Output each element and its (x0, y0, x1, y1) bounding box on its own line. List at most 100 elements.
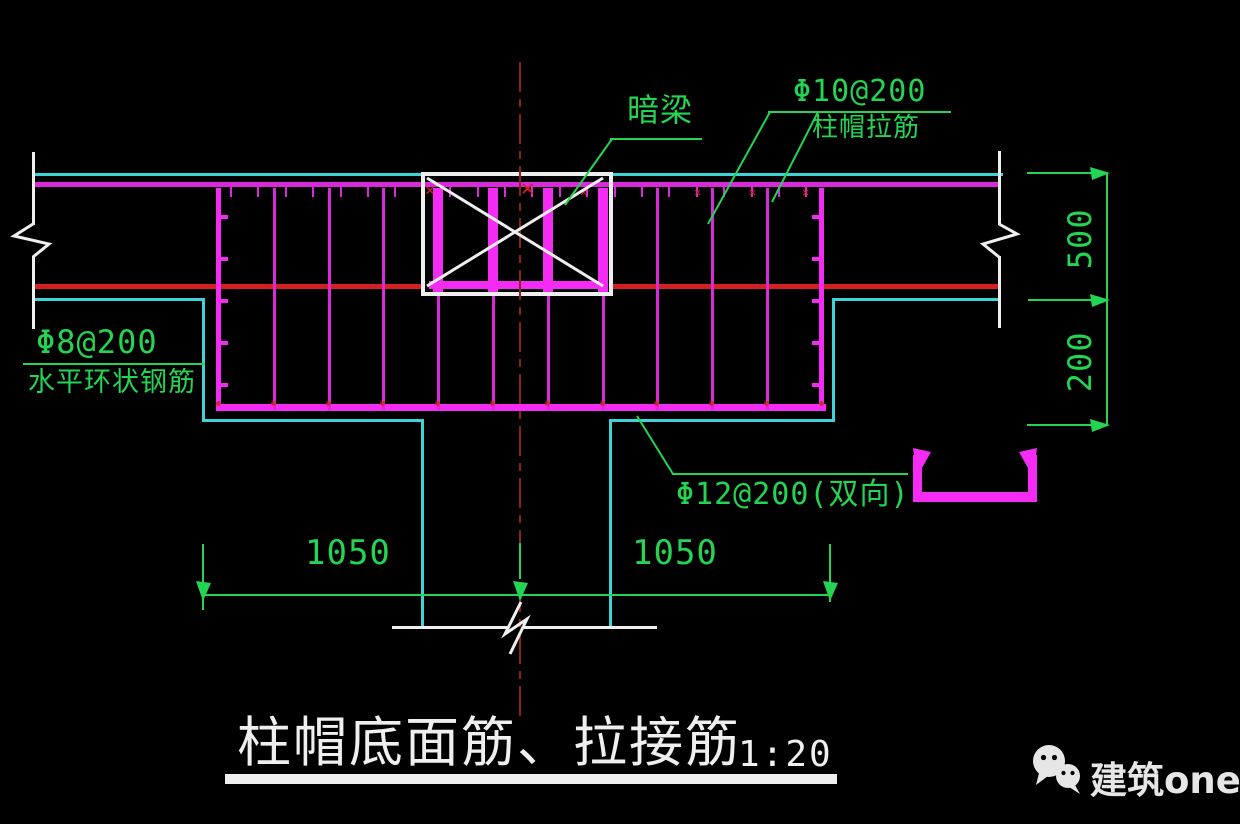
rebar-joint-dot (545, 401, 550, 406)
column-edge-left (421, 419, 424, 629)
dim-ext-bottom-right (829, 544, 831, 602)
rebar-tie-bar (766, 188, 769, 410)
rebar-tie-bar (492, 188, 495, 410)
top-rebar-hook-tick (394, 187, 396, 197)
rebar-tie-bar (711, 188, 714, 410)
tie-bar-symbol-right-leg (1028, 455, 1037, 502)
top-rebar-hook-tick (230, 187, 232, 197)
cap-outline-bottom-left (202, 419, 424, 422)
leader-cap-tie-1 (707, 111, 771, 225)
dim-ext-right-mid (1028, 299, 1107, 301)
top-rebar-hook-tick (285, 187, 287, 197)
left-break-line-upper (32, 152, 35, 225)
cap-bottom-rebar-chord (216, 404, 826, 411)
rebar-joint-dot (490, 401, 495, 406)
dim-text-1050-left: 1050 (305, 533, 391, 573)
ring-bar-hook (812, 257, 819, 261)
dim-line-bottom (202, 594, 831, 596)
watermark-brand: 建筑one (1090, 759, 1240, 802)
tie-bar-symbol-left-leg (913, 455, 922, 502)
dim-text-500: 500 (1061, 208, 1100, 270)
dim-text-1050-right: 1050 (632, 533, 718, 573)
label-hidden-beam: 暗梁 (627, 91, 694, 129)
rebar-tie-bar (216, 188, 221, 410)
drawing-scale: 1:20 (738, 734, 833, 775)
cap-outline-bottom-right (609, 419, 835, 422)
dim-text-200: 200 (1061, 331, 1100, 393)
title-underline (225, 774, 837, 784)
rebar-joint-dot (709, 401, 714, 406)
top-rebar-hook-tick (340, 187, 342, 197)
rebar-cross-mark: ✕ (749, 185, 757, 199)
top-rebar-hook-tick (257, 187, 259, 197)
right-break-line-lower (998, 256, 1001, 328)
rebar-tie-bar (547, 188, 550, 410)
cap-outline-right-side (832, 298, 835, 422)
rebar-joint-dot (271, 401, 276, 406)
top-rebar-hook-tick (723, 187, 725, 197)
rebar-tie-bar (819, 188, 824, 410)
rebar-tie-bar (602, 188, 605, 410)
rebar-cross-mark: ✕ (802, 185, 810, 199)
rebar-tie-bar (328, 188, 331, 410)
bottom-break-line-left (392, 626, 508, 629)
dim-ext-right-top (1027, 172, 1107, 174)
dim-ext-bottom-left (202, 544, 204, 610)
right-break-zigzag (979, 222, 1021, 259)
cap-outline-left-top (33, 298, 204, 301)
rebar-joint-dot (380, 401, 385, 406)
ring-bar-hook (221, 341, 228, 345)
slab-bottom-line-right (611, 284, 1000, 289)
top-rebar-hook-tick (668, 187, 670, 197)
left-break-line-lower (32, 256, 35, 329)
rebar-joint-dot (819, 401, 824, 406)
label-cap-tie-underline (768, 111, 951, 113)
label-ring-bar-underline (23, 363, 205, 365)
tie-bar-symbol-bottom (913, 492, 1037, 502)
label-hidden-beam-underline (610, 138, 702, 140)
rebar-joint-dot (764, 401, 769, 406)
label-cap-tie-name: 柱帽拉筋 (812, 113, 921, 143)
rebar-tie-bar (382, 188, 385, 410)
cap-outline-right-top (832, 298, 1000, 301)
label-bottom-bar-spec: Φ12@200(双向) (676, 477, 910, 512)
hidden-beam-box (421, 172, 613, 296)
top-rebar-hook-tick (312, 187, 314, 197)
rebar-tie-bar (273, 188, 276, 410)
ring-bar-hook (812, 299, 819, 303)
bottom-break-line-right (524, 626, 657, 629)
ring-bar-hook (221, 383, 228, 387)
rebar-joint-dot (654, 401, 659, 406)
dim-ext-right-bottom (1027, 424, 1107, 426)
drawing-title: 柱帽底面筋、拉接筋 (237, 711, 741, 774)
right-break-line-upper (998, 151, 1001, 225)
top-rebar-hook-tick (778, 187, 780, 197)
label-cap-tie-spec: Φ10@200 (793, 74, 927, 109)
ring-bar-hook (812, 215, 819, 219)
top-rebar-hook-tick (641, 187, 643, 197)
label-ring-bar-name: 水平环状钢筋 (28, 367, 196, 398)
rebar-joint-dot (600, 401, 605, 406)
rebar-joint-dot (216, 401, 221, 406)
cap-outline-left-side (202, 298, 205, 422)
ring-bar-hook (221, 299, 228, 303)
ring-bar-hook (812, 341, 819, 345)
ring-bar-hook (221, 215, 228, 219)
label-ring-bar-spec: Φ8@200 (36, 323, 158, 361)
ring-bar-hook (812, 383, 819, 387)
rebar-tie-bar (437, 188, 440, 410)
rebar-cross-mark: ✕ (694, 185, 702, 199)
rebar-joint-dot (435, 401, 440, 406)
label-bottom-bar-underline (672, 473, 908, 475)
rebar-tie-bar (656, 188, 659, 410)
slab-bottom-line-left (33, 284, 423, 289)
left-break-zigzag (10, 222, 53, 259)
column-edge-right (609, 419, 612, 629)
ring-bar-hook (221, 257, 228, 261)
top-rebar-hook-tick (696, 187, 698, 197)
column-centerline (519, 62, 521, 716)
rebar-joint-dot (326, 401, 331, 406)
top-rebar-hook-tick (367, 187, 369, 197)
dim-ext-bottom-center (519, 543, 521, 579)
